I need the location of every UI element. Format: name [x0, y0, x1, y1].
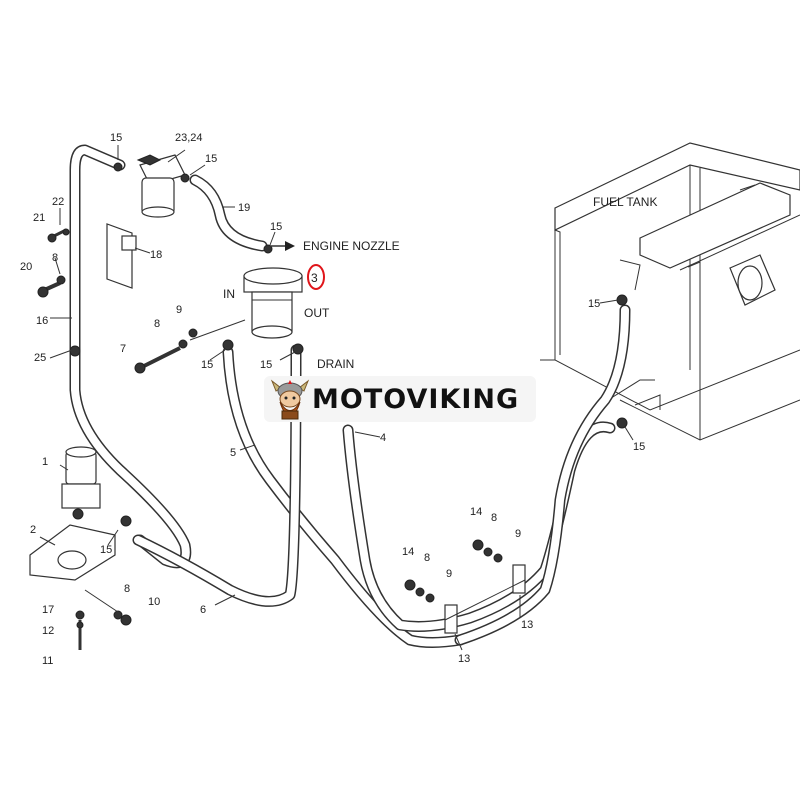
callout-18: 18	[150, 249, 162, 261]
callout-13: 13	[521, 619, 533, 631]
callout-9: 9	[446, 568, 452, 580]
callout-8: 8	[424, 552, 430, 564]
in-label: IN	[223, 287, 235, 301]
hose-clamps	[444, 564, 526, 634]
callout-8: 8	[491, 512, 497, 524]
fasteners	[37, 228, 628, 650]
callout-1: 1	[42, 456, 48, 468]
fuel-tank	[540, 142, 800, 441]
callout-12: 12	[42, 625, 54, 637]
callout-21: 21	[33, 212, 45, 224]
callout-10: 10	[148, 596, 160, 608]
callout-13: 13	[458, 653, 470, 665]
callout-15: 15	[588, 298, 600, 310]
fuel-filter-3	[222, 244, 304, 355]
callout-25: 25	[34, 352, 46, 364]
callout-17: 17	[42, 604, 54, 616]
callout-3: 3	[311, 271, 318, 285]
callout-19: 19	[238, 202, 250, 214]
water-separator	[29, 446, 132, 581]
callout-9: 9	[515, 528, 521, 540]
callout-15: 15	[633, 441, 645, 453]
callout-16: 16	[36, 315, 48, 327]
callout-14: 14	[470, 506, 482, 518]
callout-15: 15	[201, 359, 213, 371]
callout-8: 8	[154, 318, 160, 330]
callout-9: 9	[176, 304, 182, 316]
callout-15: 15	[260, 359, 272, 371]
watermark-text: MOTOVIKING	[312, 383, 520, 415]
fuel-hoses	[69, 144, 631, 648]
callout-22: 22	[52, 196, 64, 208]
callout-8: 8	[52, 252, 58, 264]
callout-15: 15	[100, 544, 112, 556]
out-label: OUT	[304, 306, 330, 320]
text-labels: FUEL TANK ENGINE NOZZLE IN OUT DRAIN	[223, 195, 657, 371]
callout-11: 11	[42, 655, 53, 667]
leader-lines	[39, 145, 634, 651]
engine-nozzle-label: ENGINE NOZZLE	[303, 239, 400, 253]
fuel-tank-label: FUEL TANK	[593, 195, 657, 209]
engine-nozzle-arrow	[270, 241, 295, 251]
callout-15: 15	[270, 221, 282, 233]
drain-label: DRAIN	[317, 357, 354, 371]
callout-15: 15	[110, 132, 122, 144]
callout-23-24: 23,24	[175, 132, 203, 144]
callout-5: 5	[230, 447, 236, 459]
callout-14: 14	[402, 546, 414, 558]
motoviking-watermark: MOTOVIKING	[264, 376, 536, 422]
callout-7: 7	[120, 343, 126, 355]
callout-8: 8	[124, 583, 130, 595]
callout-2: 2	[30, 524, 36, 536]
viking-mascot-icon	[270, 379, 310, 420]
highlighted-callout: 3	[307, 264, 325, 290]
callout-15: 15	[205, 153, 217, 165]
callout-numbers: 15 23,24 15 22 19 21 15 18 8 20 9 16 8 7…	[20, 132, 645, 667]
callout-4: 4	[380, 432, 386, 444]
callout-6: 6	[200, 604, 206, 616]
callout-20: 20	[20, 261, 32, 273]
fuel-filter-upper	[106, 154, 190, 289]
